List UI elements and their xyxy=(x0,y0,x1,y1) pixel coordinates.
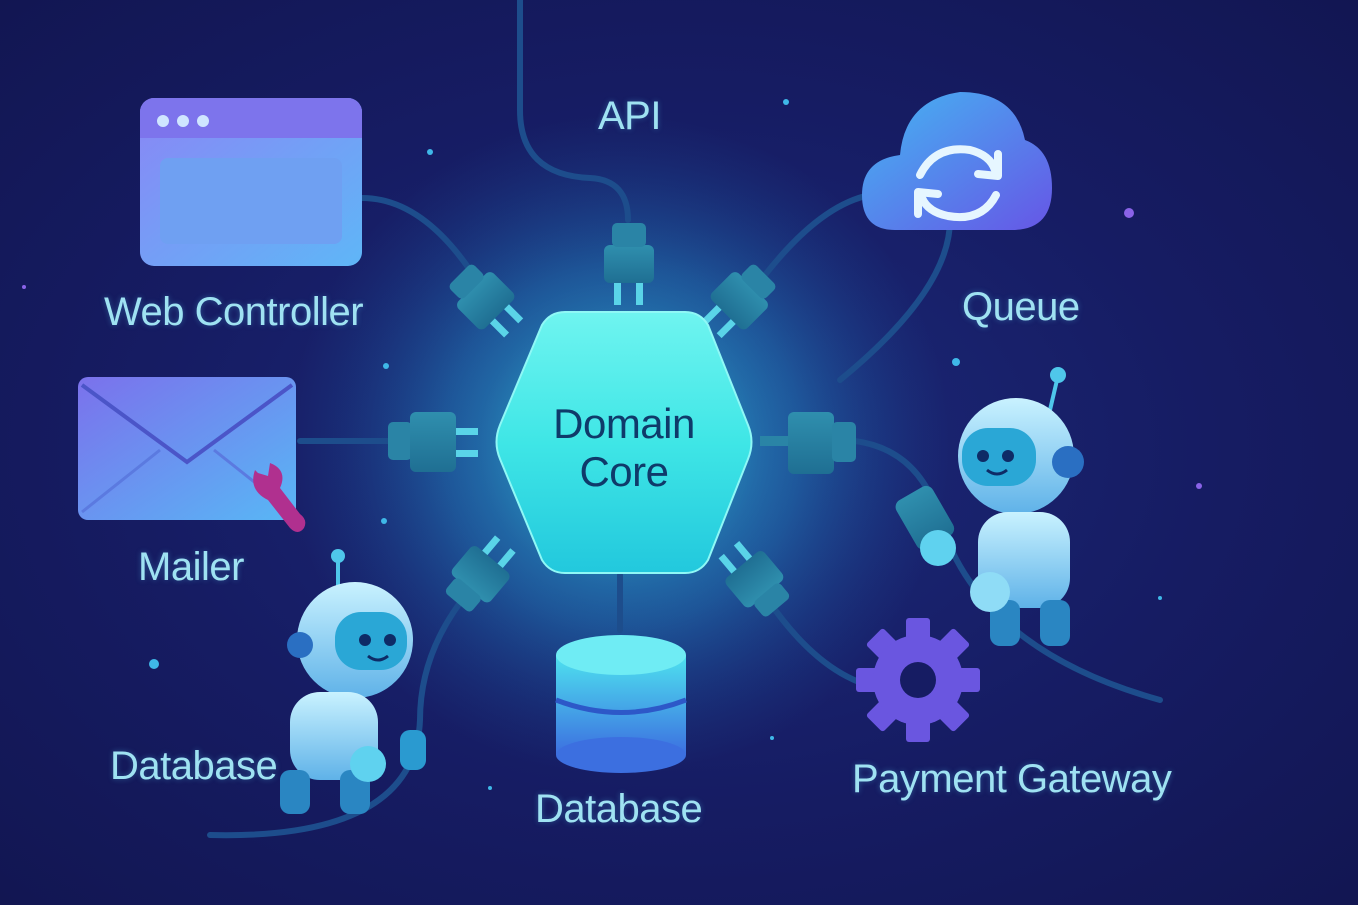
cable-api xyxy=(517,0,631,223)
core-title-line2: Core xyxy=(579,448,669,495)
cable-web-controller xyxy=(359,195,473,273)
wrench-icon xyxy=(253,463,306,532)
background-sparkles xyxy=(22,99,1202,790)
core-title-line1: Domain xyxy=(553,400,695,447)
envelope-icon xyxy=(78,377,296,520)
robot-icon-left xyxy=(280,549,426,814)
plug-lower-left xyxy=(445,535,516,612)
plug-upper-left xyxy=(449,264,524,338)
cable-queue-robot xyxy=(837,217,953,383)
gear-icon xyxy=(856,618,980,742)
plug-upper-right xyxy=(702,264,776,339)
robot-icon-right xyxy=(895,367,1084,646)
label-payment-gateway: Payment Gateway xyxy=(852,757,1172,801)
label-queue: Queue xyxy=(962,285,1080,329)
label-database-left: Database xyxy=(110,744,278,788)
plug-lower-right xyxy=(718,541,790,617)
database-icon xyxy=(555,635,687,773)
plug-left xyxy=(388,412,478,472)
label-mailer: Mailer xyxy=(138,545,244,589)
domain-core-hexagon xyxy=(495,311,753,574)
plug-right xyxy=(760,412,856,474)
label-api: API xyxy=(598,94,661,138)
cable-queue xyxy=(762,192,873,278)
label-web-controller: Web Controller xyxy=(104,290,364,334)
browser-window-icon xyxy=(140,98,362,266)
plug-top xyxy=(604,223,654,305)
label-database-center: Database xyxy=(535,787,703,831)
cloud-sync-icon xyxy=(862,92,1052,230)
domain-core: Domain Core xyxy=(500,400,748,500)
